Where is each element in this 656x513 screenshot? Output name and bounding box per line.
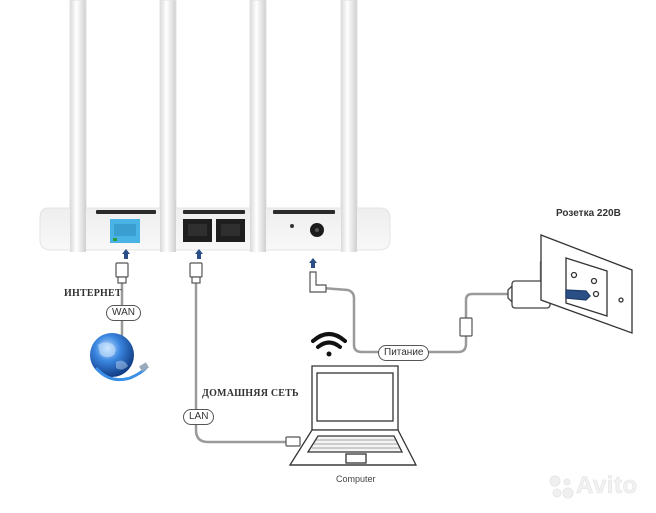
internet-globe-icon [90, 333, 149, 382]
antennas [69, 0, 358, 229]
wan-badge: WAN [106, 305, 141, 321]
laptop-icon [288, 365, 418, 466]
lan-badge: LAN [183, 409, 215, 425]
port-arrows [122, 249, 317, 268]
wifi-icon [311, 332, 347, 357]
avito-logo-icon [549, 475, 574, 499]
power-badge: Питание [378, 345, 430, 361]
rj45-plugs [115, 262, 473, 447]
router-body [39, 200, 391, 252]
avito-watermark-text: Avito [576, 472, 638, 500]
outlet-220v-icon [540, 234, 633, 334]
internet-label: ИНТЕРНЕТ [64, 288, 122, 299]
computer-label: Computer [336, 474, 376, 484]
outlet-title: Розетка 220В [556, 208, 621, 219]
home-network-label: ДОМАШНЯЯ СЕТЬ [202, 388, 299, 399]
